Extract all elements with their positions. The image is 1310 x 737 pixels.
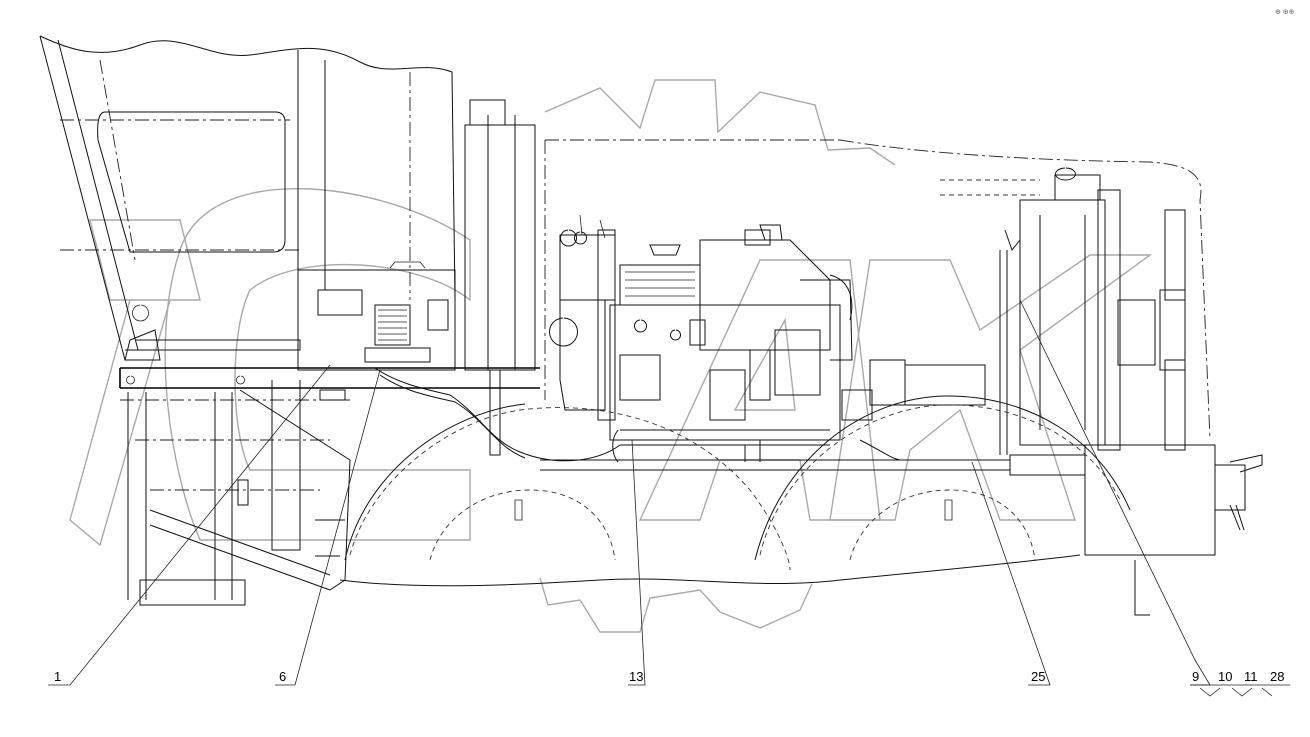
callout-10: 10 <box>1218 669 1232 684</box>
callouts: 1 6 13 25 9 10 11 28 ⊕ ⊕⊕ <box>54 9 1295 684</box>
callout-28: 28 <box>1270 669 1284 684</box>
callout-25: 25 <box>1031 669 1045 684</box>
leader-lines <box>48 299 1290 697</box>
leader-6 <box>275 369 381 686</box>
callout-1: 1 <box>54 669 61 684</box>
watermark-letter-k <box>829 254 1153 521</box>
watermark-letter-d <box>69 219 201 547</box>
corner-mark: ⊕ ⊕⊕ <box>1275 9 1295 16</box>
watermark-letter-c <box>164 188 471 541</box>
callout-9: 9 <box>1192 669 1199 684</box>
callout-11: 11 <box>1244 669 1258 684</box>
wiring-harness <box>374 229 1021 471</box>
watermark-gear-top <box>544 79 896 166</box>
rear-counterweight <box>1084 444 1263 616</box>
frame <box>119 367 540 606</box>
wheels <box>339 395 1131 587</box>
leader-1 <box>48 364 331 686</box>
cab <box>39 35 456 361</box>
callout-13: 13 <box>629 669 643 684</box>
leader-9 <box>1019 299 1211 686</box>
watermark <box>69 79 1153 633</box>
engine <box>544 139 1211 446</box>
callout-6: 6 <box>279 669 286 684</box>
leader-13 <box>628 439 646 686</box>
watermark-letter-a <box>638 259 881 521</box>
leader-25 <box>971 461 1051 686</box>
leader-group-bracket <box>1199 687 1273 697</box>
battery-box <box>297 261 456 401</box>
watermark-gear-bottom <box>539 577 813 633</box>
air-filter <box>464 99 536 456</box>
